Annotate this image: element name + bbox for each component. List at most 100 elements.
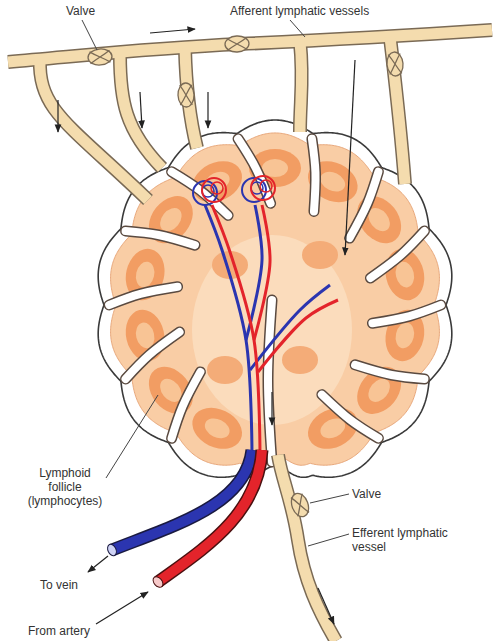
sinus-outline — [126, 231, 195, 245]
vessel-outline — [8, 30, 492, 62]
sinus-outline — [355, 365, 424, 379]
valve — [178, 83, 195, 108]
flow-arrows — [58, 29, 355, 624]
capillary-loop — [211, 182, 223, 194]
vessel-label: Afferent lymphatic vessels — [230, 4, 369, 18]
valve-bulge — [288, 491, 311, 519]
valve — [288, 491, 311, 519]
artery-branch — [258, 300, 338, 372]
sinus-outline — [350, 172, 379, 238]
germinal-center — [202, 415, 233, 442]
leader-line — [106, 395, 158, 478]
sinus-outline — [372, 305, 440, 323]
flow-arrow — [271, 392, 272, 425]
sinus-outline — [238, 139, 271, 204]
vessel-outline — [278, 455, 336, 641]
follicle-label: Lymphoid follicle (lymphocytes) — [22, 466, 108, 508]
capillary-tuft — [251, 176, 275, 200]
capillary-loop — [260, 180, 272, 192]
vein-outline — [112, 450, 252, 550]
blood-vessels — [106, 176, 338, 589]
flow-arrow — [318, 588, 334, 624]
valve-label: Valve — [66, 4, 95, 18]
lymph-sinus — [322, 395, 379, 439]
vessel-outline — [120, 55, 162, 168]
vessel-label: Efferent lymphatic vessel — [352, 526, 464, 554]
valve — [386, 51, 404, 76]
valve-cusps — [90, 50, 111, 64]
valve-cusps — [291, 494, 309, 517]
lymphatic-vessel — [8, 30, 492, 62]
sinus-outline — [109, 287, 177, 305]
lymph-sinus — [126, 332, 180, 379]
artery — [158, 450, 262, 582]
germinal-center — [393, 321, 416, 350]
valve-bulge — [87, 48, 112, 66]
vein-end — [106, 543, 118, 557]
valve-bulge — [386, 51, 404, 76]
valve-cusps — [180, 85, 193, 105]
lymphatic-vessels — [8, 30, 492, 641]
follicle — [302, 241, 338, 269]
follicle — [282, 346, 318, 374]
valve-cusps — [388, 54, 402, 75]
sinus-outline — [312, 139, 316, 212]
flow-arrow — [345, 60, 355, 255]
lymph-sinus — [238, 139, 271, 204]
flow-arrow — [96, 592, 148, 624]
sinus-outline — [322, 395, 379, 439]
valve — [225, 35, 250, 52]
vein-branch — [250, 285, 330, 370]
leader-line — [308, 534, 349, 546]
follicle — [207, 356, 243, 384]
vein — [112, 450, 252, 550]
valve-cusps — [227, 37, 248, 50]
lymph-sinus — [370, 231, 424, 278]
lymphatic-vessel — [300, 42, 302, 132]
lymph-sinus — [172, 172, 229, 216]
flow-arrow — [207, 92, 208, 128]
flow-arrow — [88, 556, 108, 572]
lymph-sinus — [126, 231, 195, 245]
lymph-sinus — [172, 372, 201, 438]
sinus-outline — [370, 231, 424, 278]
germinal-center — [262, 159, 288, 177]
artery-label: From artery — [28, 624, 90, 638]
sinus-outline — [126, 332, 180, 379]
valve-bulge — [225, 35, 250, 52]
flow-arrow — [140, 92, 142, 128]
flow-arrow — [57, 100, 58, 132]
lymph-sinus — [350, 172, 379, 238]
artery-branch — [254, 205, 270, 340]
lymph-sinus — [268, 300, 272, 462]
flow-arrow — [150, 29, 195, 33]
lymphatic-vessel — [120, 55, 162, 168]
vein-branch — [205, 205, 252, 455]
capillary-tuft — [202, 178, 226, 202]
lymph-sinus — [355, 365, 424, 379]
artery-outline — [158, 450, 262, 582]
sinus-outline — [172, 372, 201, 438]
lymph-sinus — [312, 139, 316, 212]
valve-label: Valve — [352, 487, 381, 501]
sinus-outline — [172, 172, 229, 216]
artery-branch — [212, 205, 260, 455]
germinal-center — [317, 168, 348, 195]
leader-lines — [82, 20, 349, 546]
vein-label: To vein — [40, 578, 78, 592]
vessel-outline — [300, 42, 302, 132]
leader-line — [290, 20, 305, 37]
leader-line — [82, 20, 97, 50]
lymph-sinus — [372, 305, 440, 323]
lymph-sinus — [109, 287, 177, 305]
artery-end — [151, 575, 165, 589]
sinus-outline — [268, 300, 272, 462]
node-cortex — [111, 133, 440, 465]
lymphatic-vessel — [278, 455, 336, 641]
leader-line — [310, 494, 349, 503]
valve-bulge — [178, 83, 195, 108]
valve — [87, 48, 112, 66]
germinal-center — [133, 260, 156, 289]
